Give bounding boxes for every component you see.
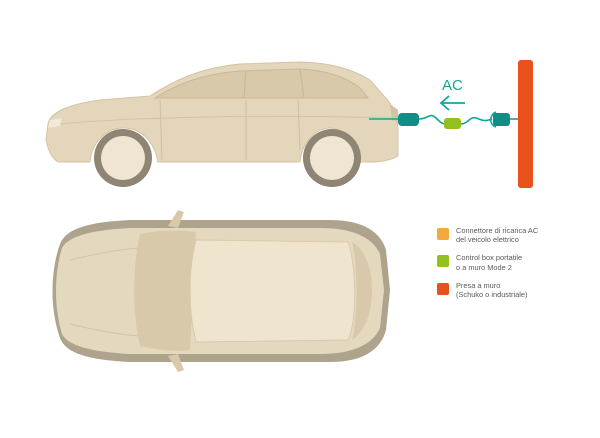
legend-label-control-box: Control box portatile o a muro Mode 2 [456, 253, 523, 272]
control-box [444, 118, 461, 129]
roof [189, 239, 356, 343]
rear-window [352, 242, 372, 340]
door-line-front [159, 99, 163, 161]
car-side-windows [153, 68, 370, 99]
headlight [48, 118, 62, 128]
b-pillar [243, 70, 247, 99]
mirror-left [168, 210, 184, 228]
tail-light [390, 104, 398, 122]
car-side-view [45, 61, 399, 187]
current-type-label: AC [442, 77, 463, 94]
legend-item-ac-connector: Connettore di ricarica AC del veicolo el… [437, 226, 597, 244]
hood-line-2 [69, 323, 139, 337]
hood-line-1 [69, 247, 139, 261]
legend-label-ac-connector: Connettore di ricarica AC del veicolo el… [456, 226, 539, 245]
cable-segment-2 [460, 116, 493, 125]
windshield [134, 230, 196, 351]
plug-grip [489, 111, 497, 128]
legend-item-wall-socket: Presa a muro (Schuko o industriale) [437, 281, 597, 299]
door-line-rear [297, 99, 301, 151]
legend-item-control-box: Control box portatile o a muro Mode 2 [437, 253, 597, 272]
wall-plug [493, 113, 510, 126]
swatch-wall-socket [437, 282, 449, 295]
mirror-right [168, 354, 184, 372]
legend-label-wall-socket: Presa a muro (Schuko o industriale) [456, 280, 528, 300]
swatch-ac-connector [437, 228, 449, 240]
c-pillar [299, 68, 305, 99]
charging-cable [369, 111, 519, 129]
side-crease [59, 115, 396, 125]
vehicle-connector [398, 113, 419, 126]
legend: Connettore di ricarica AC del veicolo el… [437, 226, 597, 308]
arrow-left-icon [439, 95, 465, 111]
swatch-control-box [437, 255, 449, 268]
wall-socket [518, 60, 533, 188]
rear-rim [310, 136, 354, 180]
car-top-view [52, 210, 390, 372]
cable-segment-1 [418, 114, 447, 125]
front-rim [101, 136, 145, 180]
